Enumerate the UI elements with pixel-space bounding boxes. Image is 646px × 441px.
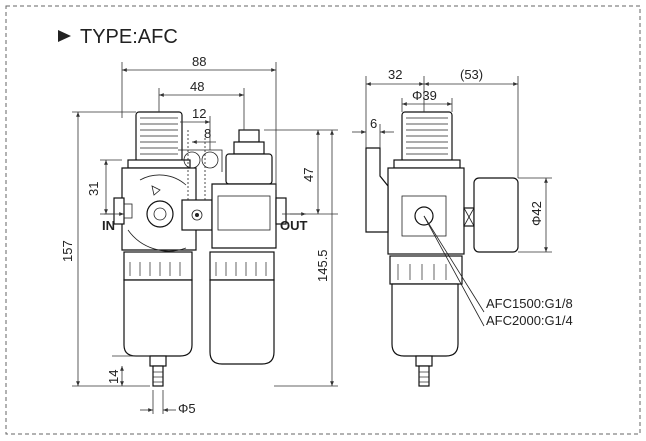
- dim-157: 157: [60, 240, 75, 262]
- out-label: OUT: [280, 218, 308, 233]
- port-label-afc1500: AFC1500:G1/8: [486, 296, 573, 311]
- dim-47: 47: [301, 168, 316, 182]
- dim-6: 6: [370, 116, 377, 131]
- front-view: [113, 111, 287, 387]
- dim-14: 14: [106, 370, 121, 384]
- dim-145-5: 145.5: [315, 249, 330, 282]
- dashed-border: [5, 5, 641, 435]
- dim-53: (53): [460, 67, 483, 82]
- title: TYPE:AFC: [80, 26, 178, 48]
- dim-8: 8: [204, 126, 211, 141]
- dim-32: 32: [388, 67, 402, 82]
- front-dimensions: [72, 62, 338, 414]
- side-view: [365, 111, 519, 387]
- dim-12: 12: [192, 106, 206, 121]
- dim-phi39: Φ39: [412, 88, 437, 103]
- side-dimensions: [352, 76, 552, 253]
- port-label-afc2000: AFC2000:G1/4: [486, 313, 573, 328]
- dim-88: 88: [192, 54, 206, 69]
- title-arrow-icon: [58, 30, 71, 42]
- in-label: IN: [102, 218, 115, 233]
- dim-phi5: Φ5: [178, 401, 196, 416]
- dim-48: 48: [190, 79, 204, 94]
- dim-phi42: Φ42: [529, 201, 544, 226]
- dim-31: 31: [86, 182, 101, 196]
